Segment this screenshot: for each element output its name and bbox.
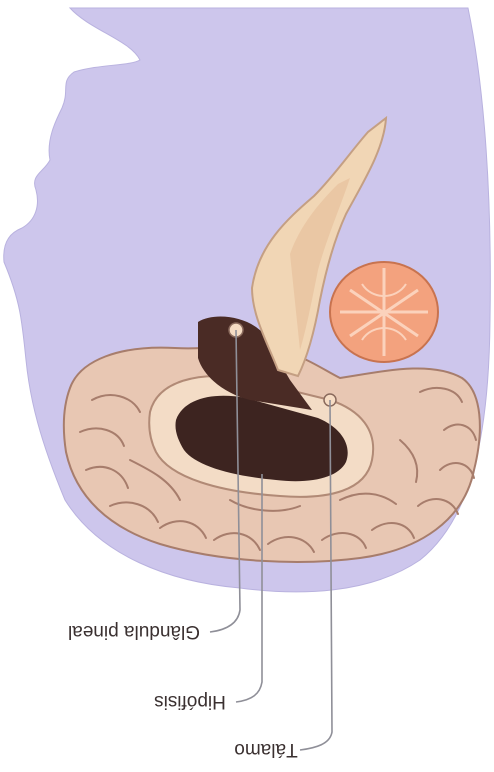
cerebellum: [330, 262, 438, 362]
pituitary-label-text: Hipófisis: [154, 691, 226, 712]
label-pineal: Glândula pineal: [68, 621, 200, 642]
label-thalamus: Tálamo: [234, 739, 297, 760]
pineal-label-text: Glândula pineal: [68, 621, 200, 642]
label-pituitary: Hipófisis: [154, 691, 226, 712]
thalamus-label-text: Tálamo: [234, 739, 297, 760]
